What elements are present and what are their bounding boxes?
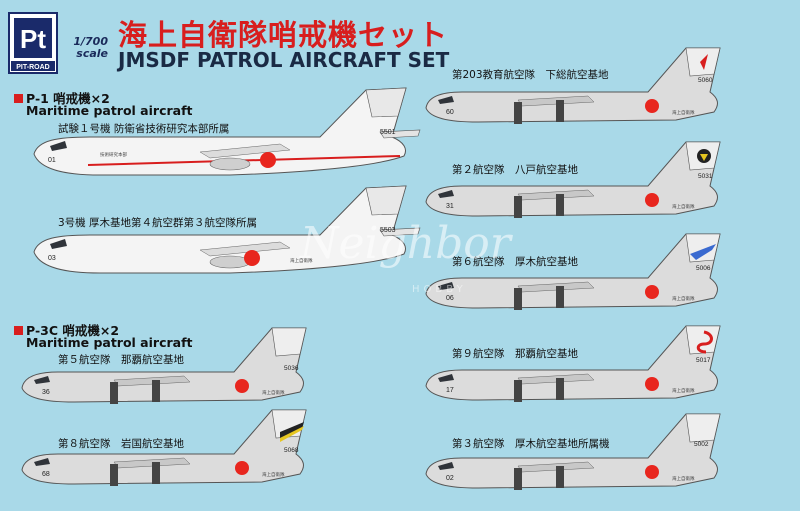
caption-p1-03: 3号機 厚木基地第４航空群第３航空隊所属 <box>58 217 258 229</box>
aircraft-nose-number: 36 <box>42 389 50 396</box>
scale-word: scale <box>76 47 108 60</box>
section-p3c-head: P-3C 哨戒機×2 <box>14 320 119 339</box>
aircraft-fuselage-text: 海上自衛隊 <box>672 295 695 302</box>
aircraft-tail-number: 5006 <box>696 265 711 272</box>
logo-name: PIT-ROAD <box>16 64 49 71</box>
aircraft-fuselage-text: 海上自衛隊 <box>672 203 695 210</box>
section-marker-icon <box>14 94 23 103</box>
aircraft-tail-number: 5501 <box>380 129 396 136</box>
section-p3c-subtitle: Maritime patrol aircraft <box>26 335 193 350</box>
aircraft-tail-number: 5031 <box>698 173 713 180</box>
section-p1-head: P-1 哨戒機×2 <box>14 88 110 107</box>
aircraft-nose-number: 60 <box>446 109 454 116</box>
aircraft-nose-number: 17 <box>446 387 454 394</box>
watermark-text: Neighbor <box>300 218 511 269</box>
watermark-subtext: HOBBY <box>412 284 467 295</box>
aircraft-p3c-36: 5036 36 海上自衛隊 <box>21 327 307 404</box>
aircraft-tail-number: 5036 <box>284 365 299 372</box>
aircraft-nose-number: 31 <box>446 203 454 210</box>
scale-ratio: 1/700 <box>73 35 108 48</box>
caption-p3c-31: 第２航空隊 八戸航空基地 <box>452 164 578 176</box>
aircraft-tail-number: 5017 <box>696 357 711 364</box>
aircraft-nose-number: 68 <box>42 471 50 478</box>
aircraft-fuselage-text: 海上自衛隊 <box>672 475 695 482</box>
logo-mark: Pt <box>20 24 46 54</box>
caption-p1-01: 試験１号機 防衛省技術研究本部所属 <box>58 123 230 135</box>
aircraft-p3c-17: 5017 17 海上自衛隊 <box>425 325 721 402</box>
aircraft-tail-number: 5503 <box>380 227 396 234</box>
aircraft-nose-number: 01 <box>48 157 56 164</box>
aircraft-tail-number: 5068 <box>284 447 299 454</box>
aircraft-nose-number: 03 <box>48 255 56 262</box>
aircraft-fuselage-text: 海上自衛隊 <box>262 389 285 396</box>
aircraft-fuselage-text: 海上自衛隊 <box>262 471 285 478</box>
title-english: JMSDF PATROL AIRCRAFT SET <box>118 48 450 72</box>
caption-p3c-60: 第203教育航空隊 下総航空基地 <box>452 69 609 81</box>
aircraft-p1-01: 5501 01 技術研究本部 <box>33 87 421 176</box>
aircraft-tail-number: 5060 <box>698 77 713 84</box>
pit-road-logo: Pt PIT-ROAD <box>8 12 58 74</box>
aircraft-fuselage-text: 技術研究本部 <box>100 151 127 158</box>
aircraft-fuselage-text: 海上自衛隊 <box>672 109 695 116</box>
aircraft-nose-number: 06 <box>446 295 454 302</box>
caption-p3c-17: 第９航空隊 那覇航空基地 <box>452 348 578 360</box>
aircraft-p1-03: 5503 03 海上自衛隊 <box>33 185 421 274</box>
scale-label: 1/700 scale <box>62 36 108 60</box>
caption-p3c-02: 第３航空隊 厚木航空基地所属機 <box>452 438 610 450</box>
title-japanese: 海上自衛隊哨戒機セット <box>118 18 449 52</box>
section-p1-subtitle: Maritime patrol aircraft <box>26 103 193 118</box>
aircraft-p3c-31: 5031 31 海上自衛隊 <box>425 141 721 218</box>
aircraft-p3c-02: 5002 02 海上自衛隊 <box>425 413 721 490</box>
aircraft-p3c-60: 5060 60 海上自衛隊 <box>425 47 721 124</box>
aircraft-nose-number: 02 <box>446 475 454 482</box>
caption-p3c-06: 第６航空隊 厚木航空基地 <box>452 256 578 268</box>
section-marker-icon <box>14 326 23 335</box>
aircraft-tail-number: 5002 <box>694 441 709 448</box>
aircraft-fuselage-text: 海上自衛隊 <box>290 257 313 264</box>
aircraft-p3c-68: 5068 68 海上自衛隊 <box>21 409 307 486</box>
aircraft-p3c-06: 5006 06 海上自衛隊 <box>425 233 721 310</box>
aircraft-fuselage-text: 海上自衛隊 <box>672 387 695 394</box>
caption-p3c-68: 第８航空隊 岩国航空基地 <box>58 438 184 450</box>
caption-p3c-36: 第５航空隊 那覇航空基地 <box>58 354 184 366</box>
